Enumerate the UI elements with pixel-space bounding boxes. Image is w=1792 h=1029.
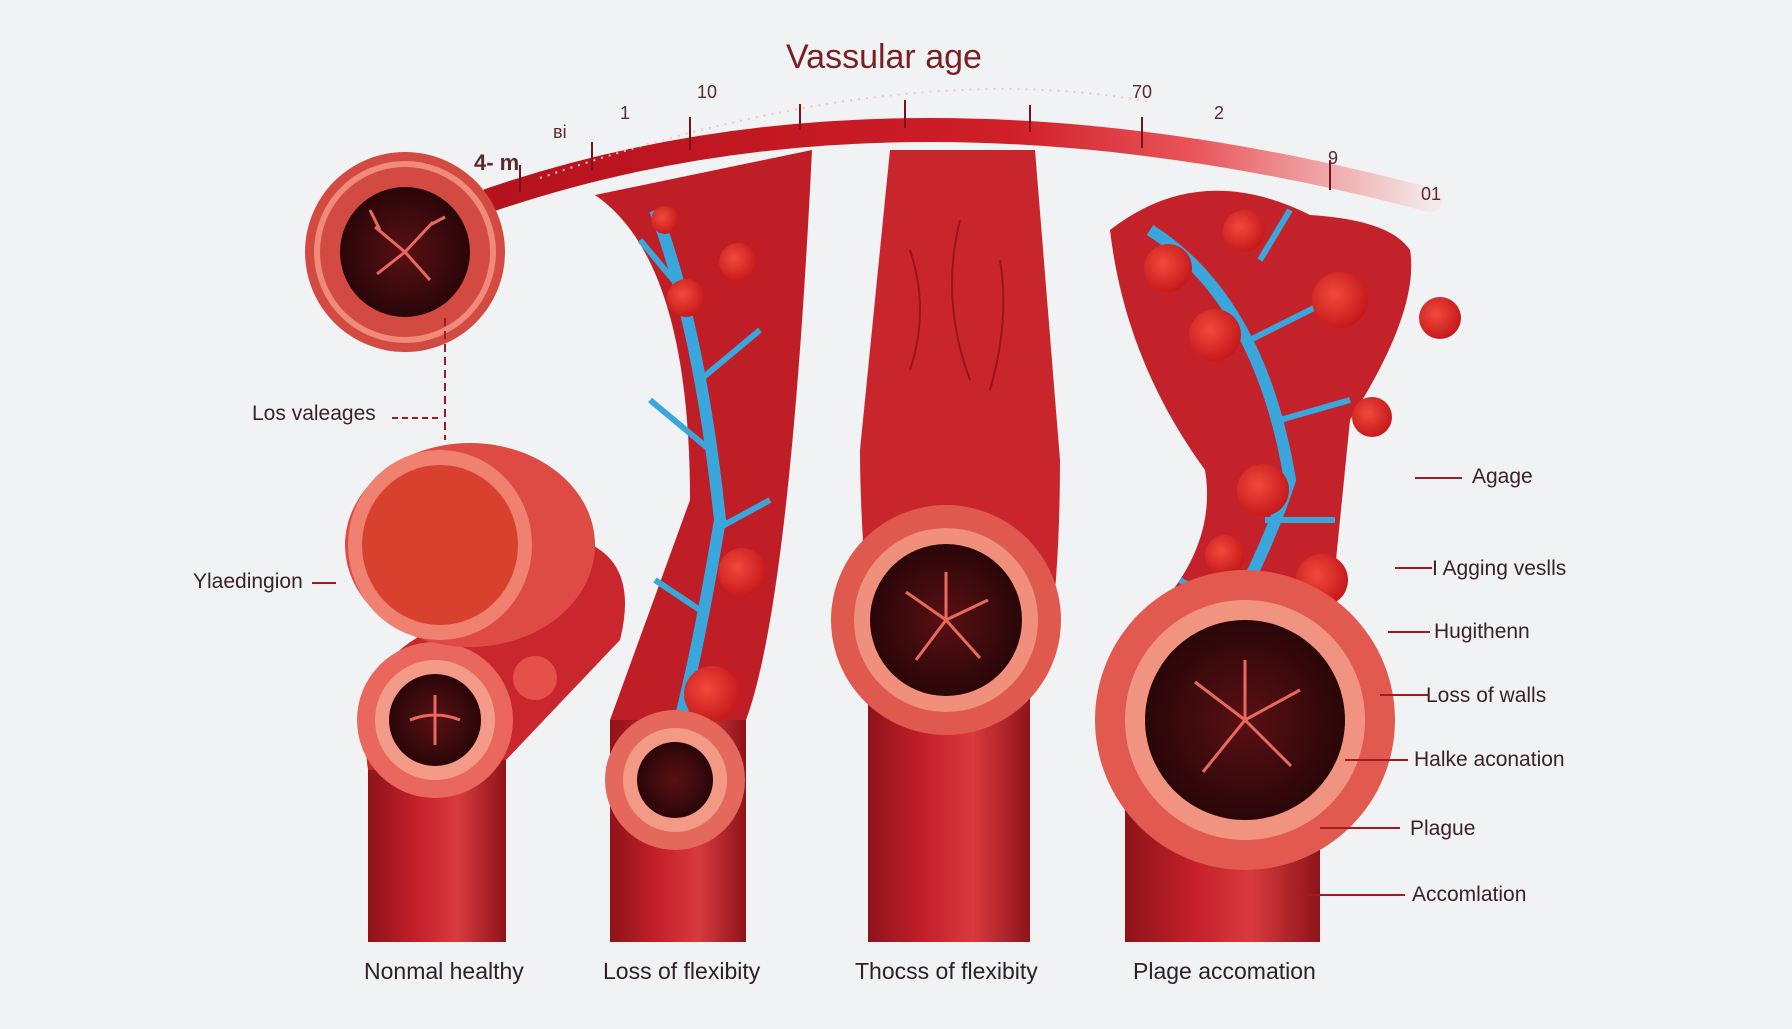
- right-label: Hugithenn: [1434, 620, 1530, 643]
- scale-tick-label: 2: [1214, 103, 1225, 123]
- scale-tick-label: 01: [1421, 184, 1442, 204]
- caption: Plage accomation: [1133, 958, 1316, 984]
- loss-of-flexibility-vessel: [595, 150, 812, 942]
- plaque-accumulation-vessel: [1095, 190, 1461, 943]
- scale-tick-label: ві: [553, 122, 567, 142]
- scale-tick-label: 10: [697, 82, 718, 102]
- right-label: Halke aconation: [1414, 748, 1565, 771]
- age-scale: [478, 88, 1442, 212]
- normal-healthy-vessel: [345, 443, 625, 942]
- caption: Thocss of flexibity: [855, 958, 1038, 984]
- left-label: Ylaedingion: [193, 570, 303, 593]
- caption: Nonmal healthy: [364, 958, 524, 984]
- right-label: Loss of walls: [1426, 684, 1547, 707]
- right-label: Agage: [1472, 465, 1533, 488]
- right-leaders: [312, 477, 1462, 896]
- scale-tick-label: 70: [1132, 82, 1153, 102]
- caption: Loss of flexibity: [603, 958, 761, 984]
- right-label: Accomlation: [1412, 883, 1527, 906]
- diagram-title: Vassular age: [786, 38, 982, 76]
- thickened-vessel: [831, 150, 1061, 942]
- scale-tick-label: 9: [1328, 148, 1339, 168]
- healthy-cross-section: [305, 152, 505, 352]
- left-label: Los valeages: [252, 402, 376, 425]
- right-label: I Agging veslls: [1432, 557, 1567, 580]
- right-label: Plague: [1410, 817, 1476, 840]
- scale-start-label: 4- m: [474, 150, 520, 175]
- scale-tick-label: 1: [620, 103, 631, 123]
